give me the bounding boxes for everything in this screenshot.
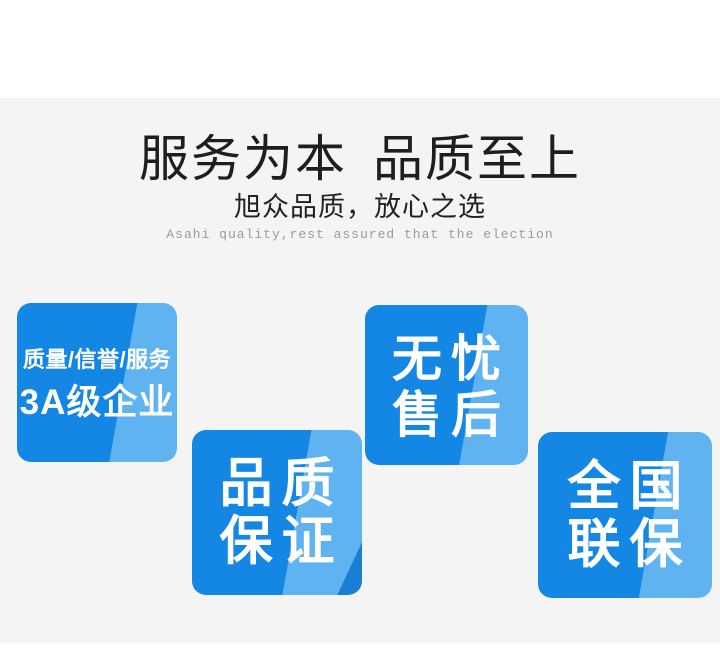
subtitle-english: Asahi quality,rest assured that the elec… bbox=[166, 227, 554, 242]
badge-line-1: 质量/信誉/服务 bbox=[22, 347, 172, 372]
badge-nationwide-warranty: 全国 联保 bbox=[538, 432, 712, 598]
badge-quality-guarantee: 品质 保证 bbox=[192, 430, 362, 595]
badge-line-2: 3A级企业 bbox=[19, 383, 175, 422]
badge-worry-free-aftersale: 无忧 售后 bbox=[365, 305, 528, 465]
badge-line-2: 保证 bbox=[219, 512, 344, 571]
subtitle: 旭众品质，放心之选 bbox=[234, 192, 486, 222]
badge-line-1: 无忧 bbox=[392, 331, 510, 387]
badge-line-1: 品质 bbox=[219, 454, 344, 513]
badge-credit-3a-enterprise: 质量/信誉/服务 3A级企业 bbox=[17, 303, 177, 462]
page-title-part-1: 服务为本 bbox=[139, 131, 347, 187]
page-title: 服务为本 品质至上 bbox=[0, 131, 720, 187]
badge-line-2: 联保 bbox=[567, 515, 692, 574]
page-title-part-2: 品质至上 bbox=[373, 131, 581, 187]
badge-line-2: 售后 bbox=[392, 387, 510, 443]
badge-line-1: 全国 bbox=[567, 457, 692, 516]
